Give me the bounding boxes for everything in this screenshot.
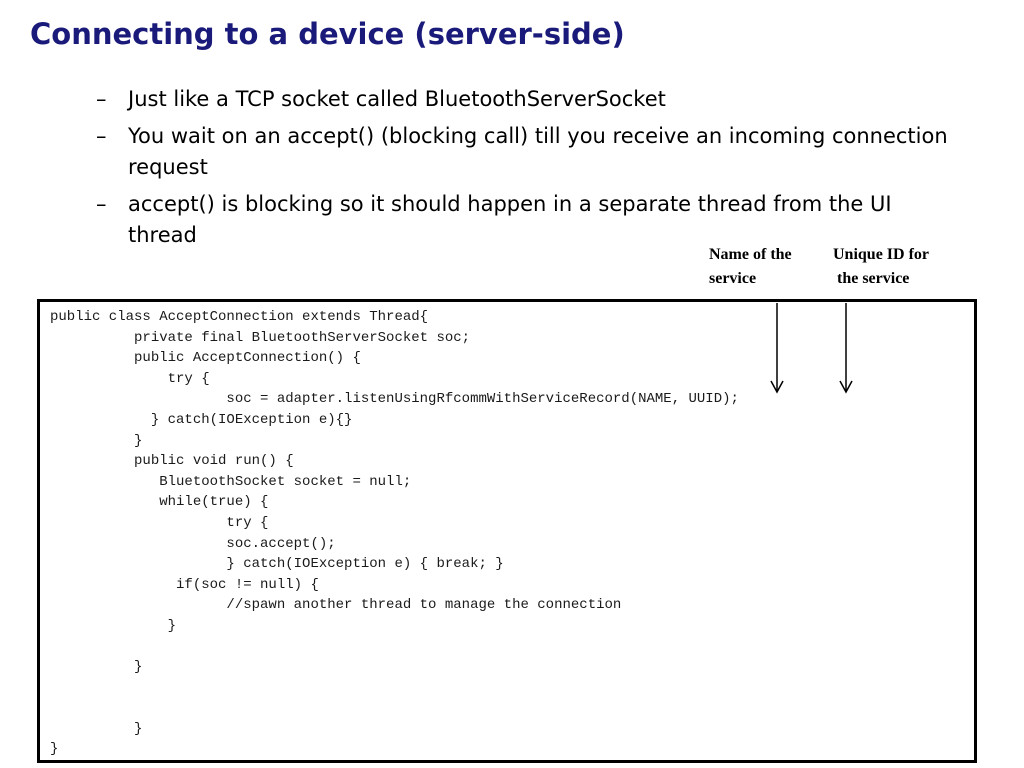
bullet-item: – You wait on an accept() (blocking call… (96, 121, 956, 183)
bullet-list: – Just like a TCP socket called Bluetoot… (96, 84, 956, 257)
slide-title: Connecting to a device (server-side) (30, 17, 625, 51)
code-line: } (50, 720, 143, 737)
code-line: try { (50, 514, 269, 531)
code-line: } (50, 617, 177, 634)
code-line: } catch(IOException e) { break; } (50, 556, 504, 573)
code-line: public class AcceptConnection extends Th… (50, 309, 429, 325)
bullet-text: Just like a TCP socket called BluetoothS… (128, 87, 666, 111)
bullet-marker: – (96, 192, 107, 216)
code-line: soc = adapter.listenUsingRfcommWithServi… (50, 391, 739, 408)
code-block: public class AcceptConnection extends Th… (50, 307, 739, 760)
code-line: private final BluetoothServerSocket soc; (50, 329, 471, 346)
code-line: soc.accept(); (50, 535, 336, 552)
code-line: try { (50, 370, 210, 387)
annotation-unique-id: Unique ID for the service (833, 246, 930, 287)
code-line: //spawn another thread to manage the con… (50, 597, 622, 614)
code-box: public class AcceptConnection extends Th… (37, 299, 977, 763)
bullet-text: accept() is blocking so it should happen… (128, 192, 892, 247)
bullet-marker: – (96, 124, 107, 148)
bullet-text: You wait on an accept() (blocking call) … (128, 124, 948, 179)
code-line: } catch(IOException e){} (50, 411, 353, 428)
code-line: } (50, 659, 143, 676)
code-line: } (50, 741, 59, 758)
bullet-marker: – (96, 87, 107, 111)
code-line: public AcceptConnection() { (50, 350, 361, 367)
bullet-item: – Just like a TCP socket called Bluetoot… (96, 84, 956, 115)
code-line: public void run() { (50, 453, 294, 470)
code-line: } (50, 432, 143, 449)
bullet-item: – accept() is blocking so it should happ… (96, 189, 956, 251)
annotation-service-name: Name of the service (709, 246, 792, 287)
code-line: while(true) { (50, 494, 269, 511)
code-line: if(soc != null) { (50, 576, 319, 593)
code-line: BluetoothSocket socket = null; (50, 473, 412, 490)
